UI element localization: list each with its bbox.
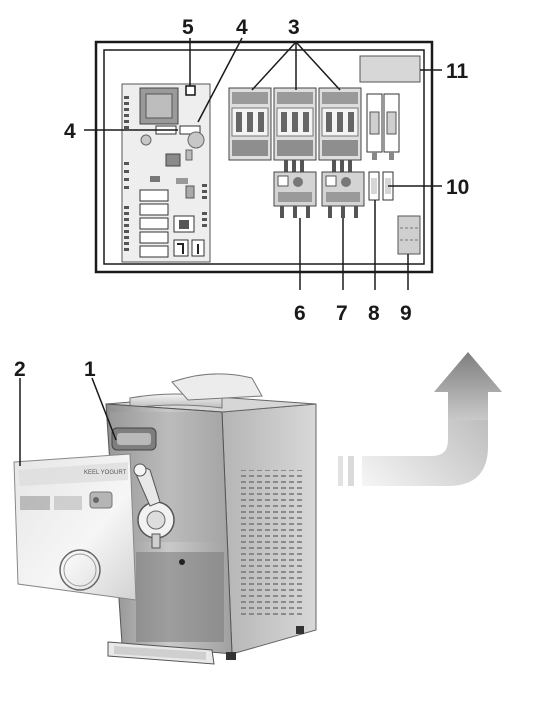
callout-6: 6 [294,302,306,325]
callout-2: 2 [14,358,26,381]
callout-3: 3 [288,16,300,39]
leader-lines [84,37,442,290]
front-panel-overlay: KEEL YOGURT [13,453,137,601]
circuit-breakers [366,93,400,160]
fuse-holder-8 [368,171,380,201]
overload-relay-7 [321,160,365,218]
panel-callouts: 5 4 3 4 11 10 6 7 8 9 [64,16,469,325]
callout-5: 5 [182,16,194,39]
contactor-2 [273,87,317,161]
control-board [121,83,211,263]
callout-1: 1 [84,358,96,381]
machine-leader-lines [19,377,117,466]
contactor-1 [228,87,272,161]
terminal-box-9 [397,215,421,255]
callout-11: 11 [446,60,469,83]
callout-4-top: 4 [236,16,248,39]
callout-9: 9 [400,302,412,325]
contactor-3 [318,87,362,161]
callout-8: 8 [368,302,380,325]
curved-arrow [338,352,502,486]
callout-10: 10 [446,176,469,199]
panel-brand-label: KEEL YOGURT [84,470,127,476]
component-box-11 [359,55,421,83]
ice-cream-machine [105,373,317,665]
overload-relay-6 [273,160,317,218]
callout-4-left: 4 [64,120,76,143]
callout-7: 7 [336,302,348,325]
